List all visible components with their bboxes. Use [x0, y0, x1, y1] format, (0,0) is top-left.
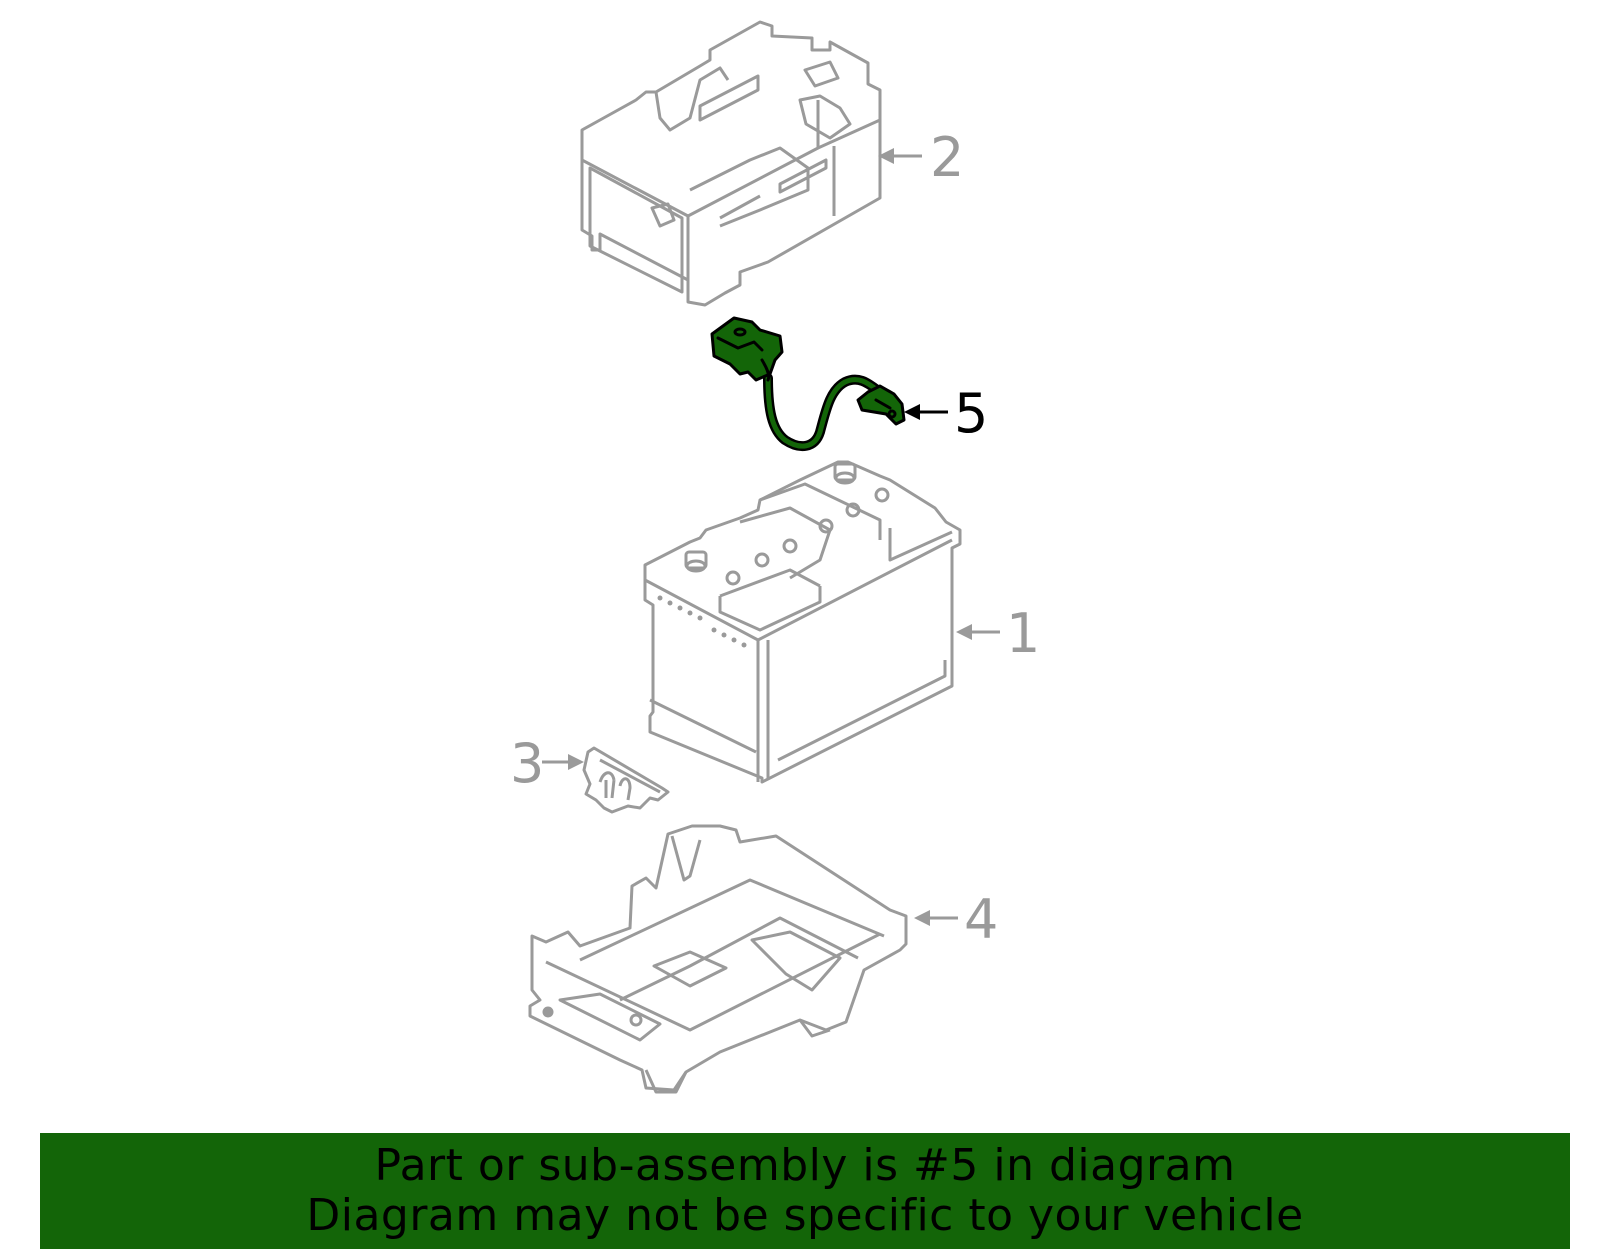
callout-3-arrow: [542, 754, 584, 770]
info-banner: Part or sub-assembly is #5 in diagram Di…: [40, 1133, 1570, 1249]
callout-1-arrow: [956, 624, 1000, 640]
callout-number-5[interactable]: 5: [954, 382, 988, 445]
callout-2-arrow: [878, 148, 922, 164]
part-3-hold-down-clamp[interactable]: [582, 746, 670, 814]
parts-diagram: 2 5: [510, 20, 1040, 1094]
callout-number-1[interactable]: 1: [1006, 602, 1040, 665]
part-5-battery-cable-sensor[interactable]: [710, 316, 906, 452]
callout-5-arrow: [904, 404, 948, 420]
part-2-battery-cover[interactable]: [580, 20, 882, 307]
callout-number-2[interactable]: 2: [930, 126, 964, 189]
callout-number-4[interactable]: 4: [964, 888, 998, 951]
banner-part-note: Part or sub-assembly is #5 in diagram: [374, 1140, 1236, 1191]
callout-number-3[interactable]: 3: [510, 732, 544, 795]
banner-disclaimer: Diagram may not be specific to your vehi…: [306, 1190, 1304, 1241]
part-1-battery[interactable]: [643, 460, 962, 784]
callout-4-arrow: [914, 910, 958, 926]
part-4-battery-tray[interactable]: [528, 824, 908, 1094]
